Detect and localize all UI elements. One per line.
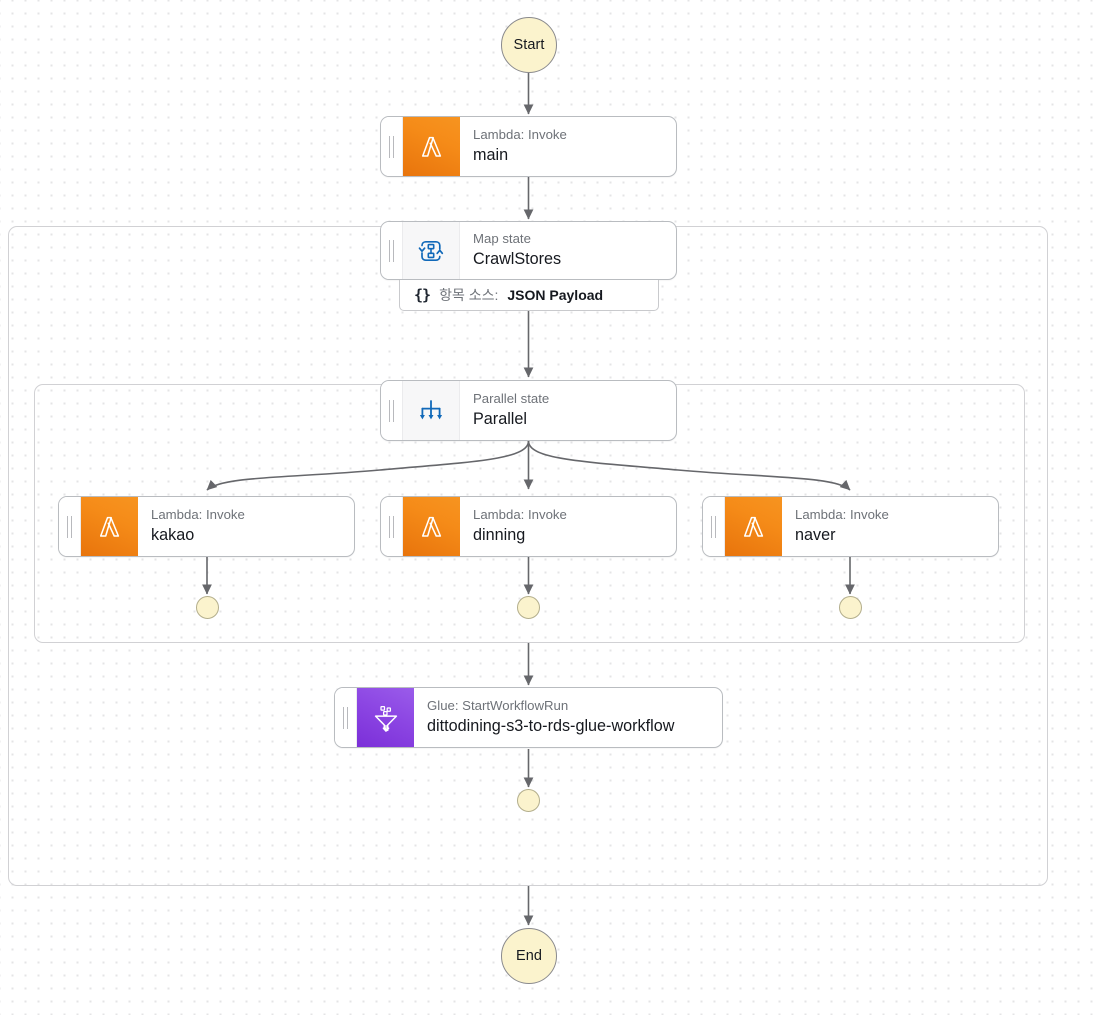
glue-funnel-icon xyxy=(357,688,414,747)
map-state-icon xyxy=(403,222,460,279)
node-subtitle: Glue: StartWorkflowRun xyxy=(427,698,569,714)
start-node[interactable]: Start xyxy=(501,17,557,73)
json-braces-icon: {} xyxy=(414,286,431,304)
drag-handle[interactable] xyxy=(381,497,403,556)
drag-handle[interactable] xyxy=(381,381,403,440)
dinning-branch-end-node[interactable] xyxy=(517,596,540,619)
drag-handle[interactable] xyxy=(703,497,725,556)
node-title: Parallel xyxy=(473,409,527,428)
node-title: main xyxy=(473,145,509,164)
node-subtitle: Map state xyxy=(473,231,531,247)
node-subtitle: Lambda: Invoke xyxy=(473,507,567,523)
node-subtitle: Lambda: Invoke xyxy=(795,507,889,523)
lambda-icon xyxy=(725,497,782,556)
drag-handle[interactable] xyxy=(381,117,403,176)
node-subtitle: Lambda: Invoke xyxy=(151,507,245,523)
state-node-lambda-dinning[interactable]: Lambda: Invoke dinning xyxy=(380,496,677,557)
state-node-map-crawlstores[interactable]: Map state CrawlStores xyxy=(380,221,677,280)
naver-branch-end-node[interactable] xyxy=(839,596,862,619)
node-subtitle: Parallel state xyxy=(473,391,550,407)
node-text: Glue: StartWorkflowRun dittodining-s3-to… xyxy=(414,688,722,747)
node-title: dittodining-s3-to-rds-glue-workflow xyxy=(427,716,675,735)
node-text: Parallel state Parallel xyxy=(460,381,676,440)
state-node-glue-startworkflowrun[interactable]: Glue: StartWorkflowRun dittodining-s3-to… xyxy=(334,687,723,748)
node-title: kakao xyxy=(151,525,195,544)
node-text: Map state CrawlStores xyxy=(460,222,676,279)
state-node-lambda-main[interactable]: Lambda: Invoke main xyxy=(380,116,677,177)
node-title: CrawlStores xyxy=(473,249,562,268)
state-node-lambda-naver[interactable]: Lambda: Invoke naver xyxy=(702,496,999,557)
node-text: Lambda: Invoke main xyxy=(460,117,676,176)
node-text: Lambda: Invoke dinning xyxy=(460,497,676,556)
parallel-state-icon xyxy=(403,381,460,440)
node-title: naver xyxy=(795,525,836,544)
node-title: dinning xyxy=(473,525,526,544)
state-node-parallel[interactable]: Parallel state Parallel xyxy=(380,380,677,441)
drag-handle[interactable] xyxy=(59,497,81,556)
end-label: End xyxy=(515,948,543,964)
start-label: Start xyxy=(513,37,545,53)
item-source-label: 항목 소스: xyxy=(439,287,499,303)
state-node-lambda-kakao[interactable]: Lambda: Invoke kakao xyxy=(58,496,355,557)
kakao-branch-end-node[interactable] xyxy=(196,596,219,619)
end-node[interactable]: End xyxy=(501,928,557,984)
map-item-source-row[interactable]: {} 항목 소스: JSON Payload xyxy=(399,280,659,311)
lambda-icon xyxy=(403,497,460,556)
glue-branch-end-node[interactable] xyxy=(517,789,540,812)
item-source-value: JSON Payload xyxy=(507,287,604,303)
node-subtitle: Lambda: Invoke xyxy=(473,127,567,143)
lambda-icon xyxy=(403,117,460,176)
node-text: Lambda: Invoke naver xyxy=(782,497,998,556)
drag-handle[interactable] xyxy=(381,222,403,279)
drag-handle[interactable] xyxy=(335,688,357,747)
node-text: Lambda: Invoke kakao xyxy=(138,497,354,556)
lambda-icon xyxy=(81,497,138,556)
